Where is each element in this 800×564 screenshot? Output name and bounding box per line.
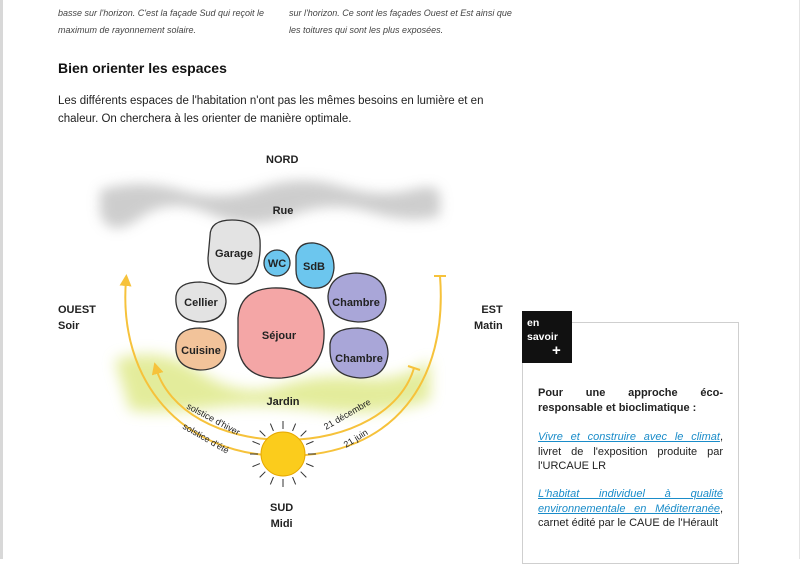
- room-chambre-1: Chambre: [327, 272, 387, 323]
- reference-2: L'habitat individuel à qualité environne…: [538, 487, 723, 531]
- section-title: Bien orienter les espaces: [58, 60, 227, 76]
- room-wc: WC: [263, 249, 291, 277]
- sun-ray: [269, 476, 274, 485]
- label-north: NORD: [266, 154, 299, 166]
- room-chambre-2-label: Chambre: [335, 353, 383, 365]
- en-savoir-plus-label: en savoir: [527, 316, 558, 344]
- reference-2-link[interactable]: L'habitat individuel à qualité environne…: [538, 488, 723, 515]
- label-west-direction: OUEST: [58, 304, 96, 316]
- sun-ray: [259, 471, 266, 478]
- garden-label: Jardin: [266, 396, 299, 408]
- intro-text-left: basse sur l'horizon. C'est la façade Sud…: [58, 8, 265, 35]
- room-sdb-label: SdB: [303, 261, 325, 273]
- room-sejour-label: Séjour: [262, 330, 297, 342]
- room-wc-label: WC: [268, 258, 286, 270]
- winter-arc-end: [407, 365, 421, 371]
- sun-ray: [300, 471, 307, 478]
- label-east-time: Matin: [474, 320, 503, 332]
- sun-ray: [252, 440, 261, 445]
- reference-1-link[interactable]: Vivre et construire avec le climat: [538, 431, 720, 443]
- sun-ray: [292, 476, 297, 485]
- room-sejour: Séjour: [237, 287, 325, 379]
- label-west: OUEST Soir: [58, 302, 96, 334]
- label-west-time: Soir: [58, 320, 80, 332]
- plus-icon: +: [552, 342, 561, 359]
- label-south: SUD Midi: [270, 500, 293, 532]
- sun-ray: [259, 430, 266, 437]
- tab-line-2: savoir: [527, 331, 558, 343]
- en-savoir-plus-tab: en savoir +: [522, 311, 572, 363]
- sun-ray: [292, 423, 297, 432]
- room-cellier-label: Cellier: [184, 297, 218, 309]
- sun-ray: [305, 440, 314, 445]
- winter-arc: [151, 362, 286, 441]
- tab-line-1: en: [527, 317, 540, 329]
- room-cellier: Cellier: [175, 281, 227, 323]
- label-east-direction: EST: [481, 304, 503, 316]
- reference-2-description: , carnet édité par le CAUE de l'Hérault: [538, 502, 723, 530]
- label-south-direction: SUD: [270, 502, 294, 514]
- room-chambre-2: Chambre: [329, 327, 389, 379]
- orientation-diagram: Rue solstice d'hiver solstice d'été 21 d…: [100, 180, 446, 487]
- room-cuisine-label: Cuisine: [181, 345, 221, 357]
- reference-1: Vivre et construire avec le climat, livr…: [538, 430, 723, 474]
- section-paragraph: Les différents espaces de l'habitation n…: [58, 95, 484, 125]
- sun-ray: [252, 463, 261, 468]
- sun-ray: [300, 430, 307, 437]
- street-band: [100, 180, 440, 229]
- room-sdb: SdB: [295, 242, 335, 289]
- sun-ray: [269, 423, 274, 432]
- further-reading-heading: Pour une approche éco-responsable et bio…: [538, 387, 723, 414]
- summer-arc-right: [284, 275, 442, 457]
- winter-arc-right: [284, 367, 415, 441]
- sun-ray: [305, 463, 314, 468]
- intro-text-right: sur l'horizon. Ce sont les façades Ouest…: [289, 8, 512, 35]
- label-east: EST Matin: [474, 302, 503, 334]
- summer-arc: [119, 274, 286, 457]
- reference-1-description: , livret de l'exposition produite par l'…: [538, 431, 723, 472]
- room-chambre-1-label: Chambre: [332, 297, 380, 309]
- page-edge-left: [0, 0, 3, 559]
- room-garage: Garage: [207, 219, 261, 285]
- room-cuisine: Cuisine: [175, 327, 227, 371]
- street-label: Rue: [273, 205, 294, 217]
- sun-icon: [250, 421, 316, 487]
- room-garage-label: Garage: [215, 248, 253, 260]
- label-south-time: Midi: [270, 518, 293, 530]
